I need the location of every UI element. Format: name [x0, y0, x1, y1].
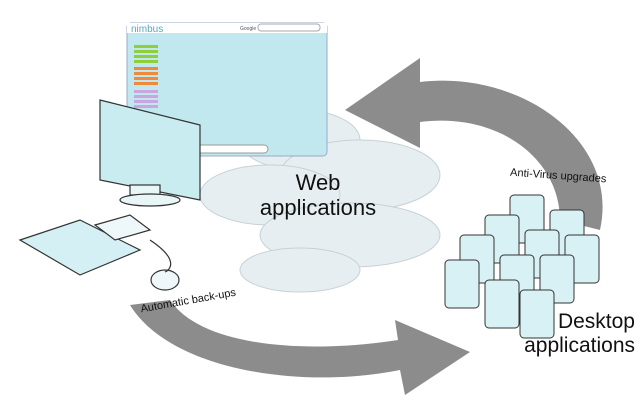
desktop-computer-icon [18, 99, 201, 291]
nimbus-logo: nimbus [131, 24, 163, 35]
desktop-applications-label: Desktop applications [524, 310, 635, 358]
arrow-top [345, 58, 603, 230]
web-applications-label: Web applications [259, 170, 377, 221]
cloud-shape [199, 109, 441, 293]
server-stack-icon [444, 194, 600, 339]
server-unit [444, 259, 480, 309]
arrow-bottom [130, 300, 470, 395]
server-unit [484, 279, 520, 329]
google-label: Google [240, 26, 256, 32]
server-unit [519, 289, 555, 339]
